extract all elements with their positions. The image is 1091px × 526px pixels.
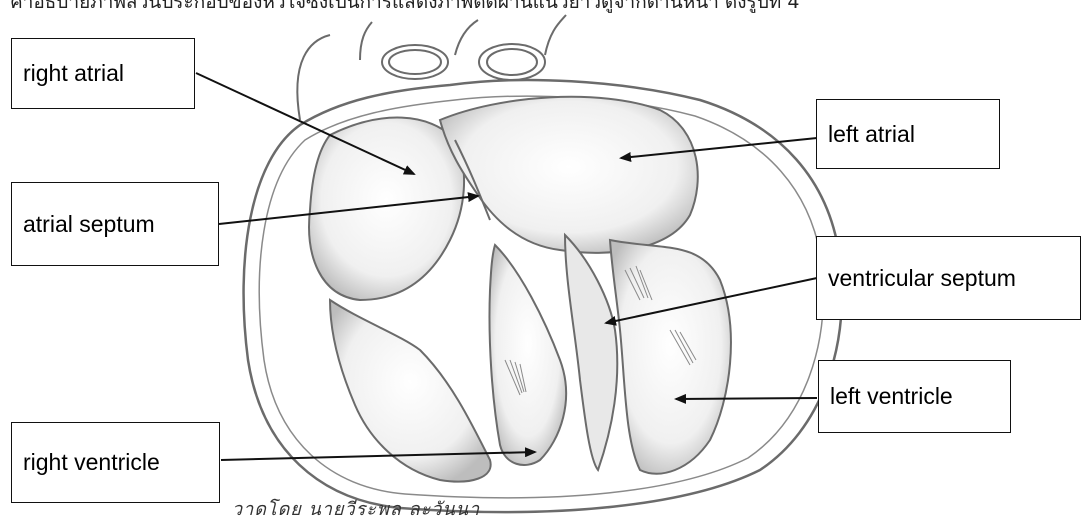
label-ventricular-septum: ventricular septum bbox=[816, 236, 1081, 320]
pointer-left-ventricle bbox=[676, 398, 817, 399]
label-atrial-septum: atrial septum bbox=[11, 182, 219, 266]
label-left-atrial-text: left atrial bbox=[828, 121, 915, 148]
label-right-atrial: right atrial bbox=[11, 38, 195, 109]
label-right-ventricle-text: right ventricle bbox=[23, 449, 160, 476]
label-right-atrial-text: right atrial bbox=[23, 60, 124, 87]
label-left-ventricle-text: left ventricle bbox=[830, 383, 953, 410]
label-left-ventricle: left ventricle bbox=[818, 360, 1011, 433]
label-right-ventricle: right ventricle bbox=[11, 422, 220, 503]
label-left-atrial: left atrial bbox=[816, 99, 1000, 169]
artist-credit: วาดโดย นายวีระพล ละวันนา bbox=[232, 494, 480, 523]
label-atrial-septum-text: atrial septum bbox=[23, 211, 155, 238]
label-ventricular-septum-text: ventricular septum bbox=[828, 265, 1016, 292]
